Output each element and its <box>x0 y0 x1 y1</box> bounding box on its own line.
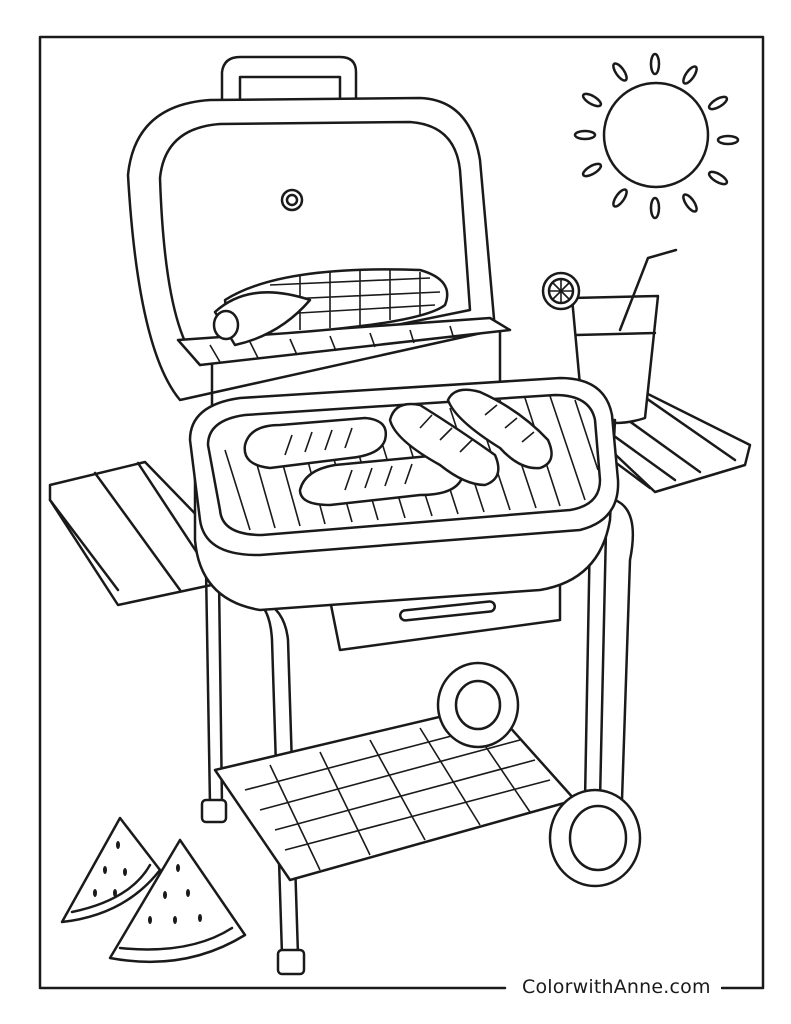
warming-rack <box>176 316 512 442</box>
sausages <box>243 388 553 507</box>
side-shelf-left <box>48 460 242 607</box>
watermelon-slices <box>60 816 247 964</box>
grill-cart <box>200 498 642 976</box>
watermark-text: ColorwithAnne.com <box>512 976 721 998</box>
page-frame <box>38 35 765 990</box>
wheel-back <box>436 661 520 749</box>
straw <box>618 248 678 332</box>
corn-cob <box>212 268 449 347</box>
lid-handle <box>220 55 358 112</box>
sun-icon <box>573 52 740 220</box>
